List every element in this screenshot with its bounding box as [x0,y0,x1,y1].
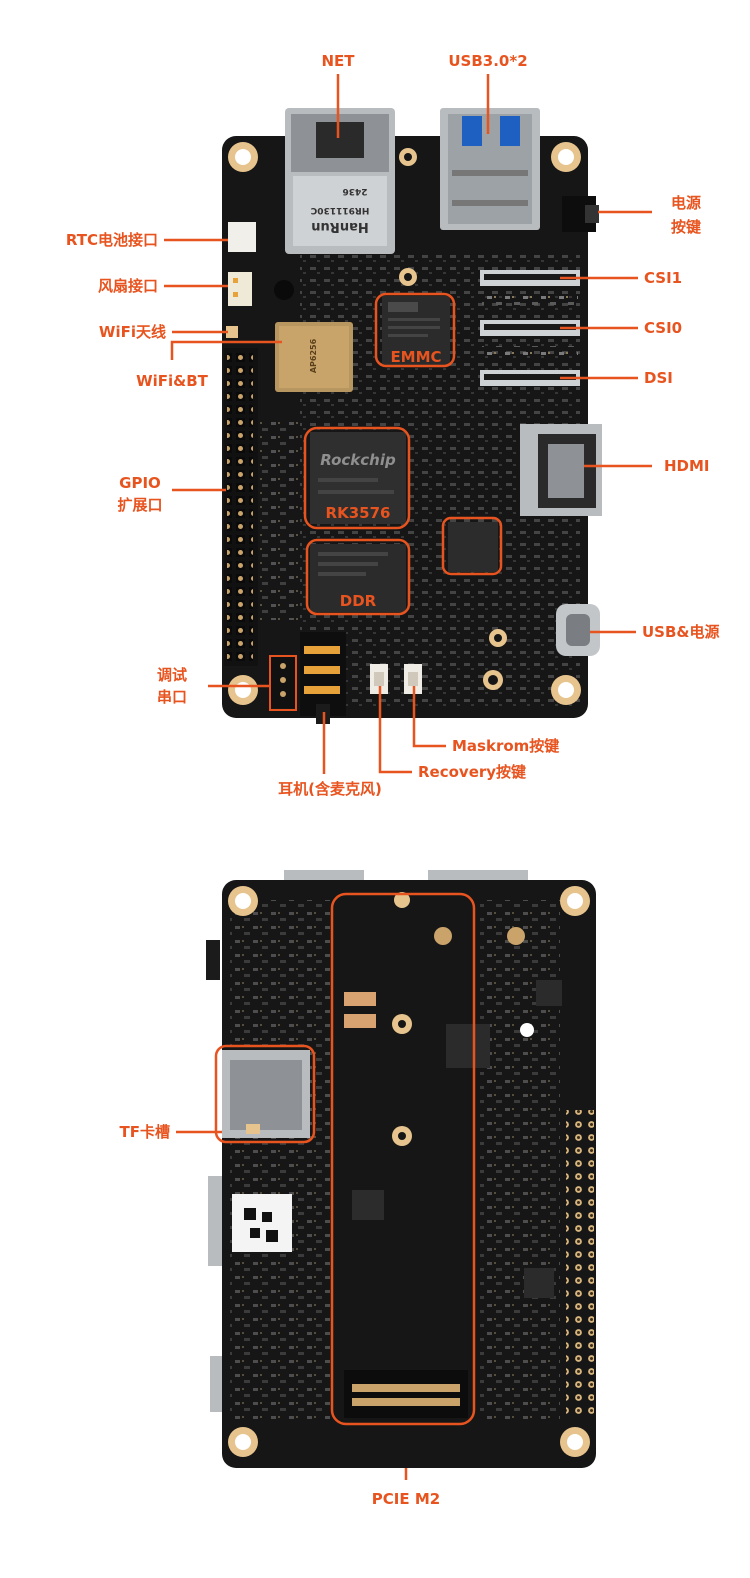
debug-label-1: 调试 [157,666,187,684]
emmc-label: EMMC [390,348,441,366]
mounting-hole [551,675,581,705]
qr-sticker [232,1194,292,1252]
rtc-label: RTC电池接口 [66,231,158,249]
wifi-module-text: AP6256 [309,338,318,373]
usb-c-port [556,604,600,656]
front-callout-lines [164,74,652,1480]
hanrun-code: 2436 [342,186,367,196]
fan-connector [228,272,252,306]
ddr-label: DDR [340,592,377,610]
headphone-label: 耳机(含麦克风) [278,780,382,798]
csi0-label: CSI0 [644,319,682,337]
dsi-connector [480,370,580,386]
tf-highlight [214,1044,316,1144]
mounting-hole [551,142,581,172]
power-button [562,196,599,232]
mounting-hole [228,1427,258,1457]
tf-card-slot [222,1050,310,1138]
hdmi-label: HDMI [664,457,710,475]
csi0-connector [480,320,580,336]
dsi-label: DSI [644,369,673,387]
back-board [206,870,596,1468]
net-label: NET [321,52,355,70]
m2-connector [344,1370,468,1418]
mounting-hole [228,675,258,705]
soc-highlight [303,426,411,530]
rockchip-brand: Rockchip [320,451,396,469]
tf-label: TF卡槽 [120,1123,170,1141]
fan-label: 风扇接口 [98,277,158,295]
pcie-label: PCIE M2 [372,1490,440,1508]
front-callout-labels: NET USB3.0*2 电源 按键 RTC电池接口 风扇接口 WiFi天线 W… [66,52,720,798]
gpio-label-2: 扩展口 [117,496,162,514]
headphone-jack [300,632,346,724]
hanrun-brand: HanRun [311,219,368,234]
mounting-hole [560,1427,590,1457]
power-button-label-1: 电源 [671,194,701,212]
wifi-bt-module: AP6256 [275,322,353,392]
maskrom-label: Maskrom按键 [452,737,559,755]
debug-label-2: 串口 [157,688,187,706]
wifi-bt-label: WiFi&BT [136,372,209,390]
mounting-hole [560,886,590,916]
power-button-label-2: 按键 [671,218,701,236]
wifi-antenna-label: WiFi天线 [99,323,166,341]
csi1-label: CSI1 [644,269,682,287]
hanrun-part: HR911130C [310,205,369,215]
rtc-connector [228,222,256,252]
wifi-antenna-connector [226,326,238,338]
back-callout-labels: TF卡槽 PCIE M2 [120,1123,441,1508]
pmu-highlight [441,516,503,576]
gpio-header [224,348,258,666]
usb-power-label: USB&电源 [642,623,720,641]
gpio-label-1: GPIO [119,474,161,492]
ethernet-port: HanRun HR911130C 2436 [285,108,395,254]
maskrom-button [404,664,422,694]
pcie-highlight [330,892,476,1426]
usb3-port [440,108,540,230]
recovery-label: Recovery按键 [418,763,526,781]
back-chip [446,1024,490,1068]
soc-label: RK3576 [326,504,391,522]
recovery-button [370,664,388,694]
csi1-connector [480,270,580,286]
emmc-chip [382,296,450,366]
front-board: HanRun HR911130C 2436 AP6256 [222,108,602,724]
mounting-hole [228,886,258,916]
usb3-label: USB3.0*2 [448,52,527,70]
emmc-highlight [374,292,456,368]
debug-uart-highlight [269,655,297,711]
ddr-highlight [305,538,411,616]
mounting-hole [228,142,258,172]
soc-chip: Rockchip [310,432,406,524]
gpio-pins-back [566,1110,594,1420]
pmu-chip [448,522,498,572]
debug-uart-header [270,656,296,708]
hdmi-port [520,424,602,516]
ddr-chip [310,544,406,612]
